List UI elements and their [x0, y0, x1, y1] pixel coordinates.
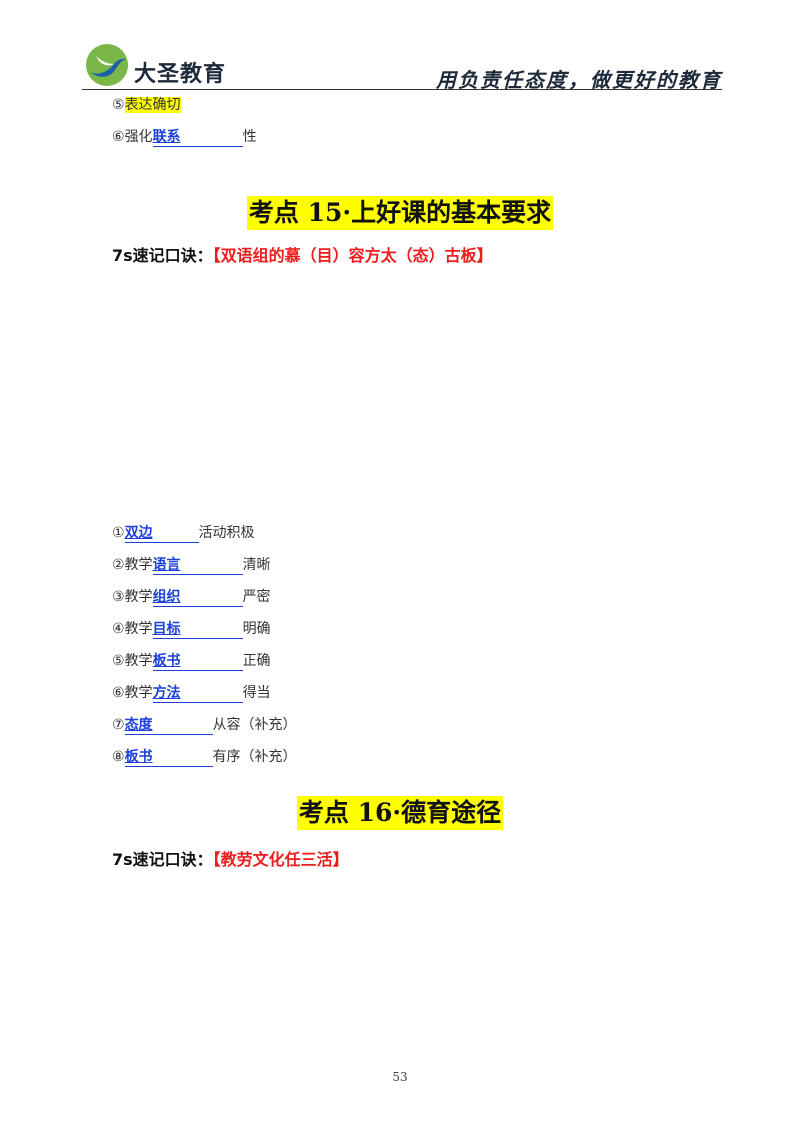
header-divider — [82, 89, 722, 90]
mnemonic-line: 7s速记口诀：【教劳文化任三活】 — [112, 849, 349, 871]
item-suffix: 清晰 — [242, 557, 271, 573]
item-suffix: 正确 — [242, 653, 271, 669]
item-suffix: 有序（补充） — [212, 749, 297, 765]
item-suffix: 活动积极 — [198, 525, 255, 541]
item-suffix: 明确 — [242, 621, 271, 637]
logo-text: 大圣教育 — [134, 62, 227, 87]
page-number: 53 — [392, 1070, 408, 1084]
item-prefix: 教学 — [124, 557, 153, 573]
item-suffix: 性 — [242, 129, 257, 145]
item-number: ⑧ — [112, 749, 125, 765]
list-item: ⑥教学方法得当 — [112, 683, 271, 703]
highlighted-text: 表达确切 — [124, 97, 181, 113]
swallow-logo-icon — [86, 44, 128, 86]
answer-blank: 态度 — [124, 717, 213, 735]
item-prefix: 教学 — [124, 589, 153, 605]
item-number: ① — [112, 525, 125, 541]
answer-blank: 目标 — [152, 621, 243, 639]
item-number: ⑥ — [112, 685, 125, 701]
mnemonic-label: 7s速记口诀： — [112, 246, 213, 265]
mnemonic-value: 【双语组的慕（目）容方太（态）古板】 — [212, 246, 493, 265]
mnemonic-line: 7s速记口诀：【双语组的慕（目）容方太（态）古板】 — [112, 245, 493, 267]
item-suffix: 从容（补充） — [212, 717, 297, 733]
item-prefix: 教学 — [124, 621, 153, 637]
answer-blank: 语言 — [152, 557, 243, 575]
list-item: ⑧板书有序（补充） — [112, 747, 297, 767]
mnemonic-value: 【教劳文化任三活】 — [212, 850, 349, 869]
list-item: ③教学组织严密 — [112, 587, 271, 607]
answer-blank: 联系 — [152, 129, 243, 147]
item-number: ④ — [112, 621, 125, 637]
list-item: ④教学目标明确 — [112, 619, 271, 639]
list-item: ⑤教学板书正确 — [112, 651, 271, 671]
logo: 大圣教育 — [82, 40, 232, 92]
item-prefix: 教学 — [124, 685, 153, 701]
list-item: ⑤表达确切 — [112, 95, 181, 115]
list-item: ⑦态度从容（补充） — [112, 715, 297, 735]
answer-blank: 双边 — [124, 525, 199, 543]
item-number: ③ — [112, 589, 125, 605]
item-number: ⑤ — [112, 97, 125, 113]
answer-blank: 板书 — [124, 749, 213, 767]
item-prefix: 强化 — [124, 129, 153, 145]
item-suffix: 严密 — [242, 589, 271, 605]
section-title: 考点 15·上好课的基本要求 — [0, 196, 800, 230]
section-title: 考点 16·德育途径 — [0, 796, 800, 830]
item-number: ⑤ — [112, 653, 125, 669]
answer-blank: 组织 — [152, 589, 243, 607]
item-prefix: 教学 — [124, 653, 153, 669]
answer-blank: 方法 — [152, 685, 243, 703]
item-suffix: 得当 — [242, 685, 271, 701]
item-number: ⑦ — [112, 717, 125, 733]
list-item: ①双边活动积极 — [112, 523, 255, 543]
item-number: ⑥ — [112, 129, 125, 145]
mnemonic-label: 7s速记口诀： — [112, 850, 213, 869]
list-item: ⑥强化联系性 — [112, 127, 257, 147]
list-item: ②教学语言清晰 — [112, 555, 271, 575]
page-header: 大圣教育 用负责任态度，做更好的教育 — [82, 40, 722, 92]
answer-blank: 板书 — [152, 653, 243, 671]
header-slogan: 用负责任态度，做更好的教育 — [436, 68, 722, 92]
item-number: ② — [112, 557, 125, 573]
